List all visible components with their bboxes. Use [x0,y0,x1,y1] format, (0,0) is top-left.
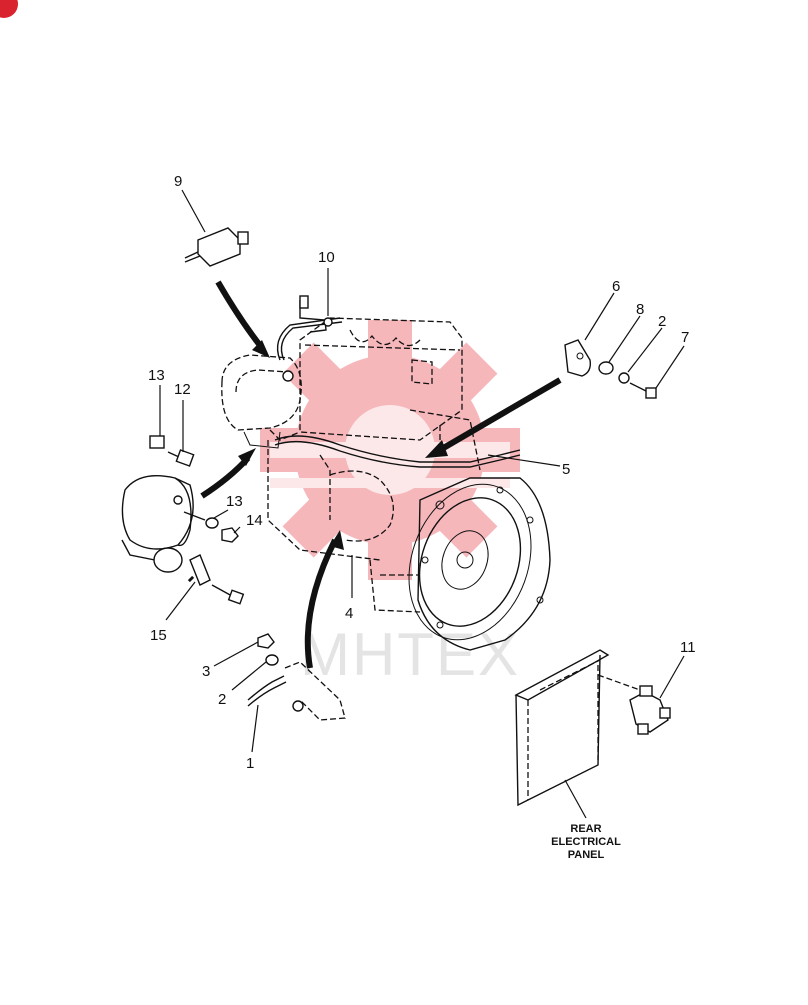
flywheel-housing [408,477,551,651]
bolt-part-12 [149,435,195,467]
clamp-part-15 [189,554,245,605]
wiring-harness [274,317,521,468]
panel-label-line-2: ELECTRICAL [551,836,621,848]
sender-part-9 [184,227,249,267]
callout-6: 6 [612,278,620,295]
clamp-assembly-right [564,339,657,399]
callout-8: 8 [636,301,644,318]
corner-badge [0,0,18,18]
callout-2-lower: 2 [218,691,226,708]
callout-2-upper: 2 [658,313,666,330]
washers-parts-13-14 [183,511,239,543]
assembly-arrows [187,280,562,669]
callout-11: 11 [680,639,696,656]
callout-4: 4 [345,605,353,622]
watermark-text: MHTEX [300,621,520,688]
callout-14: 14 [246,512,263,529]
watermark-logo [260,320,520,580]
arrow-heads [238,340,448,550]
callout-3: 3 [202,663,210,680]
starter-motor [221,354,302,449]
callout-10: 10 [318,249,335,266]
rear-electrical-panel [514,649,641,807]
alternator [121,475,194,573]
engine-block [267,317,481,613]
callout-5: 5 [562,461,570,478]
callout-13-mid: 13 [226,493,243,510]
panel-label-line-3: PANEL [568,849,605,861]
callout-7: 7 [681,329,689,346]
callout-13-top: 13 [148,367,165,384]
callout-9: 9 [174,173,182,190]
callout-15: 15 [150,627,167,644]
panel-label-line-1: REAR [570,823,601,835]
leader-lines [159,189,685,819]
callout-1: 1 [246,755,254,772]
callout-12: 12 [174,381,191,398]
switch-part-11 [629,685,671,735]
top-bracket [299,295,333,333]
wire-terminal-lower [247,633,346,721]
